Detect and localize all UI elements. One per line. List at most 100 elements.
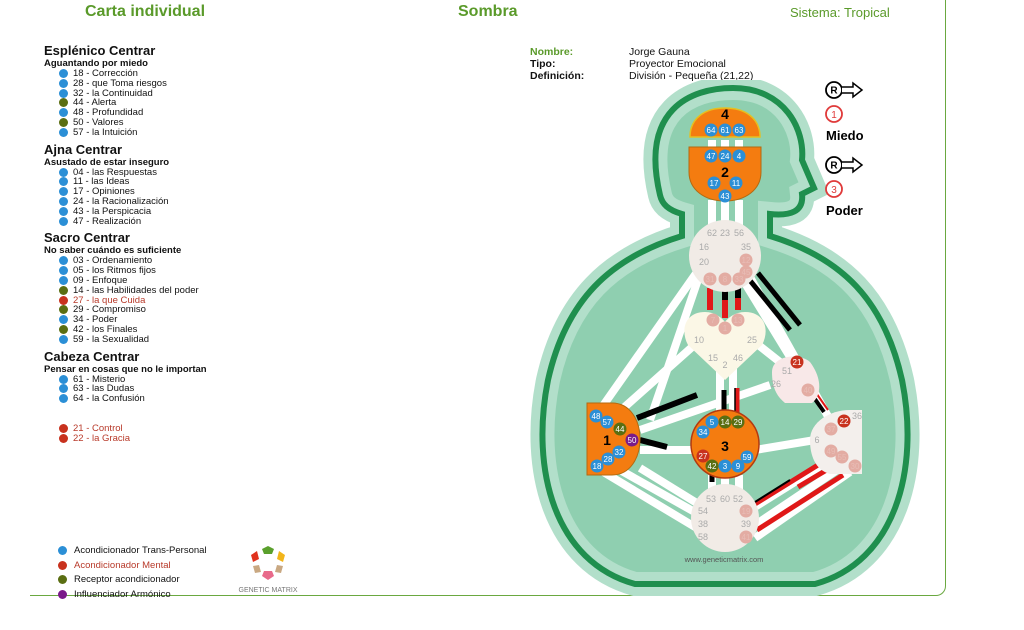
- gate-marker: [739, 253, 753, 267]
- gate-label: 27 - la que Cuida: [73, 294, 146, 306]
- gate-marker: [704, 123, 718, 137]
- spleen-center: [586, 402, 641, 476]
- gate-number: 10: [694, 335, 704, 345]
- info-value: Jorge Gauna: [629, 46, 690, 58]
- gate-number: 49: [827, 447, 836, 456]
- solar-plexus-center: [810, 410, 862, 474]
- gate-number: 44: [616, 425, 625, 434]
- watermark: www.geneticmatrix.com: [684, 555, 764, 564]
- gate-label: 63 - las Dudas: [73, 383, 135, 395]
- gate-number: 29: [734, 418, 743, 427]
- gate-number: 31: [706, 275, 715, 284]
- gate-number: 62: [707, 228, 717, 238]
- gate-dot-icon: [59, 334, 68, 344]
- gate-item: 21 - Control: [44, 424, 284, 434]
- gate-item: 29 - Compromiso: [44, 305, 284, 315]
- gate-number: 61: [721, 126, 730, 135]
- gate-item: 63 - las Dudas: [44, 384, 284, 394]
- gate-item: 24 - la Racionalización: [44, 197, 284, 207]
- gate-item: 03 - Ordenamiento: [44, 256, 284, 266]
- gate-label: 04 - las Respuestas: [73, 166, 157, 178]
- gate-item: 48 - Profundidad: [44, 108, 284, 118]
- center-subtitle: No saber cuándo es suficiente: [44, 245, 182, 257]
- gate-item: 57 - la Intuición: [44, 126, 284, 138]
- gate-dot-icon: [59, 394, 68, 404]
- gate-label: 21 - Control: [73, 422, 123, 434]
- gate-number: 60: [720, 494, 730, 504]
- gate-number: 14: [721, 418, 730, 427]
- gate-number: 21: [793, 358, 802, 367]
- gate-marker: [601, 452, 615, 466]
- gate-number: 7: [711, 316, 716, 325]
- gate-item: 11 - las Ideas: [44, 177, 284, 187]
- gate-label: 42 - los Finales: [73, 323, 138, 335]
- gate-marker: [612, 445, 626, 459]
- gate-dot-icon: [59, 108, 68, 118]
- gate-item: 05 - los Ritmos fijos: [44, 266, 284, 276]
- gate-dot-icon: [59, 127, 68, 137]
- center-subtitle: Aguantando por miedo: [44, 58, 148, 69]
- chart-frame: [30, 0, 946, 596]
- gate-number: 25: [747, 335, 757, 345]
- gate-item: 04 - las Respuestas: [44, 166, 284, 178]
- gate-item: 64 - la Confusión: [44, 394, 284, 404]
- gate-label: 57 - la Intuición: [73, 126, 138, 138]
- active-channels: [635, 271, 845, 533]
- gate-dot-icon: [59, 315, 68, 325]
- sacral-number: 3: [721, 438, 729, 454]
- gate-label: 44 - Alerta: [73, 97, 117, 109]
- arrow-icon: [842, 81, 864, 99]
- gate-number: 30: [851, 462, 860, 471]
- info-value: División - Pequeña (21,22): [629, 70, 754, 82]
- center-subtitle: Pensar en cosas que no le importan: [44, 363, 207, 375]
- gate-item: 17 - Opiniones: [44, 187, 284, 197]
- center-title: Cabeza Centrar: [44, 348, 140, 364]
- gate-label: 24 - la Racionalización: [73, 195, 169, 207]
- gate-marker: [589, 409, 603, 423]
- gate-label: 05 - los Ritmos fijos: [73, 265, 156, 277]
- gate-number: 46: [733, 353, 743, 363]
- gate-marker: [824, 422, 838, 436]
- gate-number: 23: [720, 228, 730, 238]
- gate-number: 3: [723, 462, 728, 471]
- gate-item: 61 - Misterio: [44, 374, 284, 385]
- gate-label: 18 - Corrección: [73, 68, 138, 79]
- info-row: Definición:División - Pequeña (21,22): [530, 70, 753, 82]
- gate-number: 56: [734, 228, 744, 238]
- gate-marker: [696, 425, 710, 439]
- key-number: 1: [831, 110, 837, 121]
- gate-label: 32 - la Continuidad: [73, 87, 153, 99]
- gate-item: 32 - la Continuidad: [44, 87, 284, 99]
- gate-number: 41: [742, 533, 751, 542]
- key-number-badge: [825, 105, 843, 123]
- gate-number: 38: [698, 519, 708, 529]
- gate-number: 52: [733, 494, 743, 504]
- info-label: Nombre:: [530, 46, 574, 58]
- gate-item: 42 - los Finales: [44, 325, 284, 335]
- gate-marker: [613, 422, 627, 436]
- gate-item: 14 - las Habilidades del poder: [44, 284, 284, 296]
- gate-number: 26: [771, 379, 781, 389]
- gate-marker: [740, 450, 754, 464]
- gate-number: 39: [741, 519, 751, 529]
- gate-number: 42: [708, 462, 717, 471]
- gate-number: 58: [698, 532, 708, 542]
- spleen-number: 1: [603, 432, 611, 448]
- gate-dot-icon: [59, 275, 68, 285]
- gate-label: 14 - las Habilidades del poder: [73, 284, 199, 296]
- key-number-badge: [825, 180, 843, 198]
- gate-item: 27 - la que Cuida: [44, 294, 284, 306]
- gate-number: 28: [604, 455, 613, 464]
- gate-item: 50 - Valores: [44, 118, 284, 128]
- gate-number: 18: [593, 462, 602, 471]
- gate-number: 20: [699, 257, 709, 267]
- logo-icon: [251, 546, 285, 580]
- genetic-matrix-logo: GENETIC MATRIX: [234, 545, 302, 594]
- gate-number: 32: [615, 448, 624, 457]
- gate-number: 55: [838, 453, 847, 462]
- gate-marker: [739, 530, 753, 544]
- gate-number: 1: [723, 324, 728, 333]
- gate-number: 45: [742, 268, 751, 277]
- gate-dot-icon: [59, 78, 68, 88]
- gate-number: 47: [707, 152, 716, 161]
